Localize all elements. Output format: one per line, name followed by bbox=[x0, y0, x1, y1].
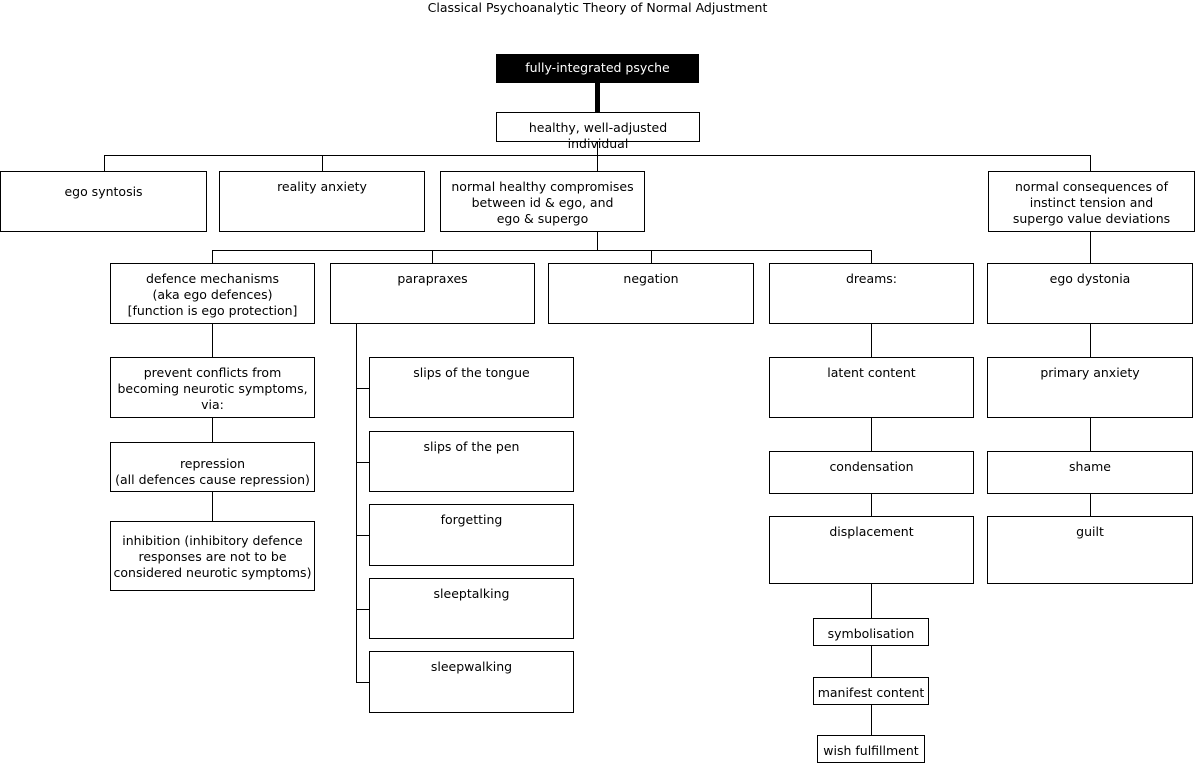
node-label: displacement bbox=[829, 524, 914, 539]
node-slips-of-the-pen[interactable]: slips of the pen bbox=[369, 431, 574, 492]
node-displacement[interactable]: displacement bbox=[769, 516, 974, 584]
node-label: sleepwalking bbox=[430, 659, 513, 674]
node-label: manifest content bbox=[817, 685, 925, 700]
node-fully-integrated-psyche[interactable]: fully-integrated psyche bbox=[496, 54, 699, 83]
node-label: normal healthy compromises between id & … bbox=[451, 179, 634, 226]
connector-individual-drop bbox=[597, 142, 598, 156]
connector-stub-slips-of-the-tongue bbox=[356, 388, 370, 389]
node-shame[interactable]: shame bbox=[987, 451, 1193, 494]
connector-primary-anxiety-to-shame bbox=[1090, 418, 1091, 451]
connector-stub-slips-of-the-pen bbox=[356, 462, 370, 463]
node-forgetting[interactable]: forgetting bbox=[369, 504, 574, 566]
node-label: healthy, well-adjusted individual bbox=[528, 120, 668, 151]
node-ego-dystonia[interactable]: ego dystonia bbox=[987, 263, 1193, 324]
node-condensation[interactable]: condensation bbox=[769, 451, 974, 494]
node-repression[interactable]: repression (all defences cause repressio… bbox=[110, 442, 315, 492]
connector-drop-ego-dystonia bbox=[1090, 232, 1091, 264]
connector-stub-sleepwalking bbox=[356, 682, 370, 683]
node-inhibition[interactable]: inhibition (inhibitory defence responses… bbox=[110, 521, 315, 591]
node-label: dreams: bbox=[845, 271, 898, 286]
connector-drop-normal-consequences bbox=[1090, 155, 1091, 172]
connector-parapraxes-spine bbox=[356, 324, 357, 682]
connector-compromises-drop bbox=[597, 232, 598, 251]
connector-dreams-to-latent-content bbox=[871, 324, 872, 357]
node-dreams[interactable]: dreams: bbox=[769, 263, 974, 324]
connector-condensation-to-displacement bbox=[871, 494, 872, 516]
node-prevent-conflicts[interactable]: prevent conflicts from becoming neurotic… bbox=[110, 357, 315, 418]
connector-drop-reality-anxiety bbox=[322, 155, 323, 172]
node-label: latent content bbox=[827, 365, 916, 380]
node-healthy-well-adjusted-individual[interactable]: healthy, well-adjusted individual bbox=[496, 112, 700, 151]
connector-symbolisation-to-manifest bbox=[871, 646, 872, 677]
node-symbolisation[interactable]: symbolisation bbox=[813, 618, 929, 646]
node-guilt[interactable]: guilt bbox=[987, 516, 1193, 584]
connector-drop-ego-syntosis bbox=[104, 155, 105, 172]
connector-drop-parapraxes bbox=[432, 250, 433, 264]
node-manifest-content[interactable]: manifest content bbox=[813, 677, 929, 705]
connector-level2-bus bbox=[212, 250, 872, 251]
node-defence-mechanisms[interactable]: defence mechanisms (aka ego defences) [f… bbox=[110, 263, 315, 324]
node-parapraxes[interactable]: parapraxes bbox=[330, 263, 535, 324]
connector-defence-to-prevent bbox=[212, 324, 213, 357]
connector-drop-dreams bbox=[871, 250, 872, 264]
connector-displacement-to-symbolisation bbox=[871, 584, 872, 618]
node-label: negation bbox=[623, 271, 679, 286]
node-label: parapraxes bbox=[397, 271, 468, 286]
node-slips-of-the-tongue[interactable]: slips of the tongue bbox=[369, 357, 574, 418]
node-normal-consequences[interactable]: normal consequences of instinct tension … bbox=[988, 171, 1195, 232]
node-label: guilt bbox=[1076, 524, 1104, 539]
node-label: forgetting bbox=[440, 512, 503, 527]
node-sleeptalking[interactable]: sleeptalking bbox=[369, 578, 574, 639]
node-reality-anxiety[interactable]: reality anxiety bbox=[219, 171, 425, 232]
node-primary-anxiety[interactable]: primary anxiety bbox=[987, 357, 1193, 418]
connector-prevent-to-repression bbox=[212, 418, 213, 442]
connector-drop-negation bbox=[651, 250, 652, 264]
connector-drop-defence-mechanisms bbox=[212, 250, 213, 264]
connector-root-to-individual bbox=[595, 83, 600, 113]
node-label: fully-integrated psyche bbox=[525, 60, 670, 75]
node-label: reality anxiety bbox=[277, 179, 367, 194]
node-label: slips of the pen bbox=[423, 439, 520, 454]
connector-repression-to-inhibition bbox=[212, 492, 213, 521]
node-label: inhibition (inhibitory defence responses… bbox=[113, 533, 312, 580]
node-label: sleeptalking bbox=[433, 586, 510, 601]
node-label: ego dystonia bbox=[1049, 271, 1131, 286]
node-label: slips of the tongue bbox=[413, 365, 530, 380]
node-label: ego syntosis bbox=[64, 184, 143, 199]
node-normal-healthy-compromises[interactable]: normal healthy compromises between id & … bbox=[440, 171, 645, 232]
node-ego-syntosis[interactable]: ego syntosis bbox=[0, 171, 207, 232]
node-label: prevent conflicts from becoming neurotic… bbox=[117, 365, 308, 412]
node-latent-content[interactable]: latent content bbox=[769, 357, 974, 418]
node-label: primary anxiety bbox=[1040, 365, 1140, 380]
node-label: wish fulfillment bbox=[823, 743, 919, 758]
node-label: condensation bbox=[829, 459, 914, 474]
node-label: defence mechanisms (aka ego defences) [f… bbox=[127, 271, 298, 318]
connector-latent-to-condensation bbox=[871, 418, 872, 451]
node-label: symbolisation bbox=[827, 626, 915, 641]
node-wish-fulfillment[interactable]: wish fulfillment bbox=[817, 735, 925, 763]
node-label: repression (all defences cause repressio… bbox=[115, 456, 310, 487]
connector-stub-forgetting bbox=[356, 535, 370, 536]
connector-drop-normal-healthy-compromises bbox=[597, 155, 598, 172]
connector-shame-to-guilt bbox=[1090, 494, 1091, 516]
connector-stub-sleeptalking bbox=[356, 609, 370, 610]
connector-ego-dystonia-to-primary-anxiety bbox=[1090, 324, 1091, 357]
node-sleepwalking[interactable]: sleepwalking bbox=[369, 651, 574, 713]
node-label: normal consequences of instinct tension … bbox=[1012, 179, 1171, 226]
node-label: shame bbox=[1069, 459, 1111, 474]
diagram-title: Classical Psychoanalytic Theory of Norma… bbox=[427, 0, 768, 15]
connector-manifest-to-wish-fulfillment bbox=[871, 705, 872, 735]
node-negation[interactable]: negation bbox=[548, 263, 754, 324]
